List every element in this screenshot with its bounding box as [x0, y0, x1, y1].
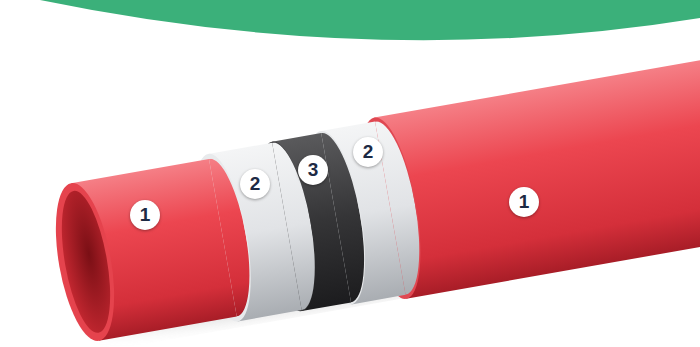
green-band: [40, 0, 700, 40]
callout-number: 1: [509, 187, 539, 217]
callout-number: 3: [298, 155, 328, 185]
outer-pipe: [374, 45, 700, 299]
pipe: [43, 45, 700, 347]
callout-number: 1: [130, 200, 160, 230]
callout-number: 2: [240, 169, 270, 199]
callout-number: 2: [353, 137, 383, 167]
inner-pipe-rim: [46, 179, 125, 346]
pipe-bore: [53, 187, 119, 336]
